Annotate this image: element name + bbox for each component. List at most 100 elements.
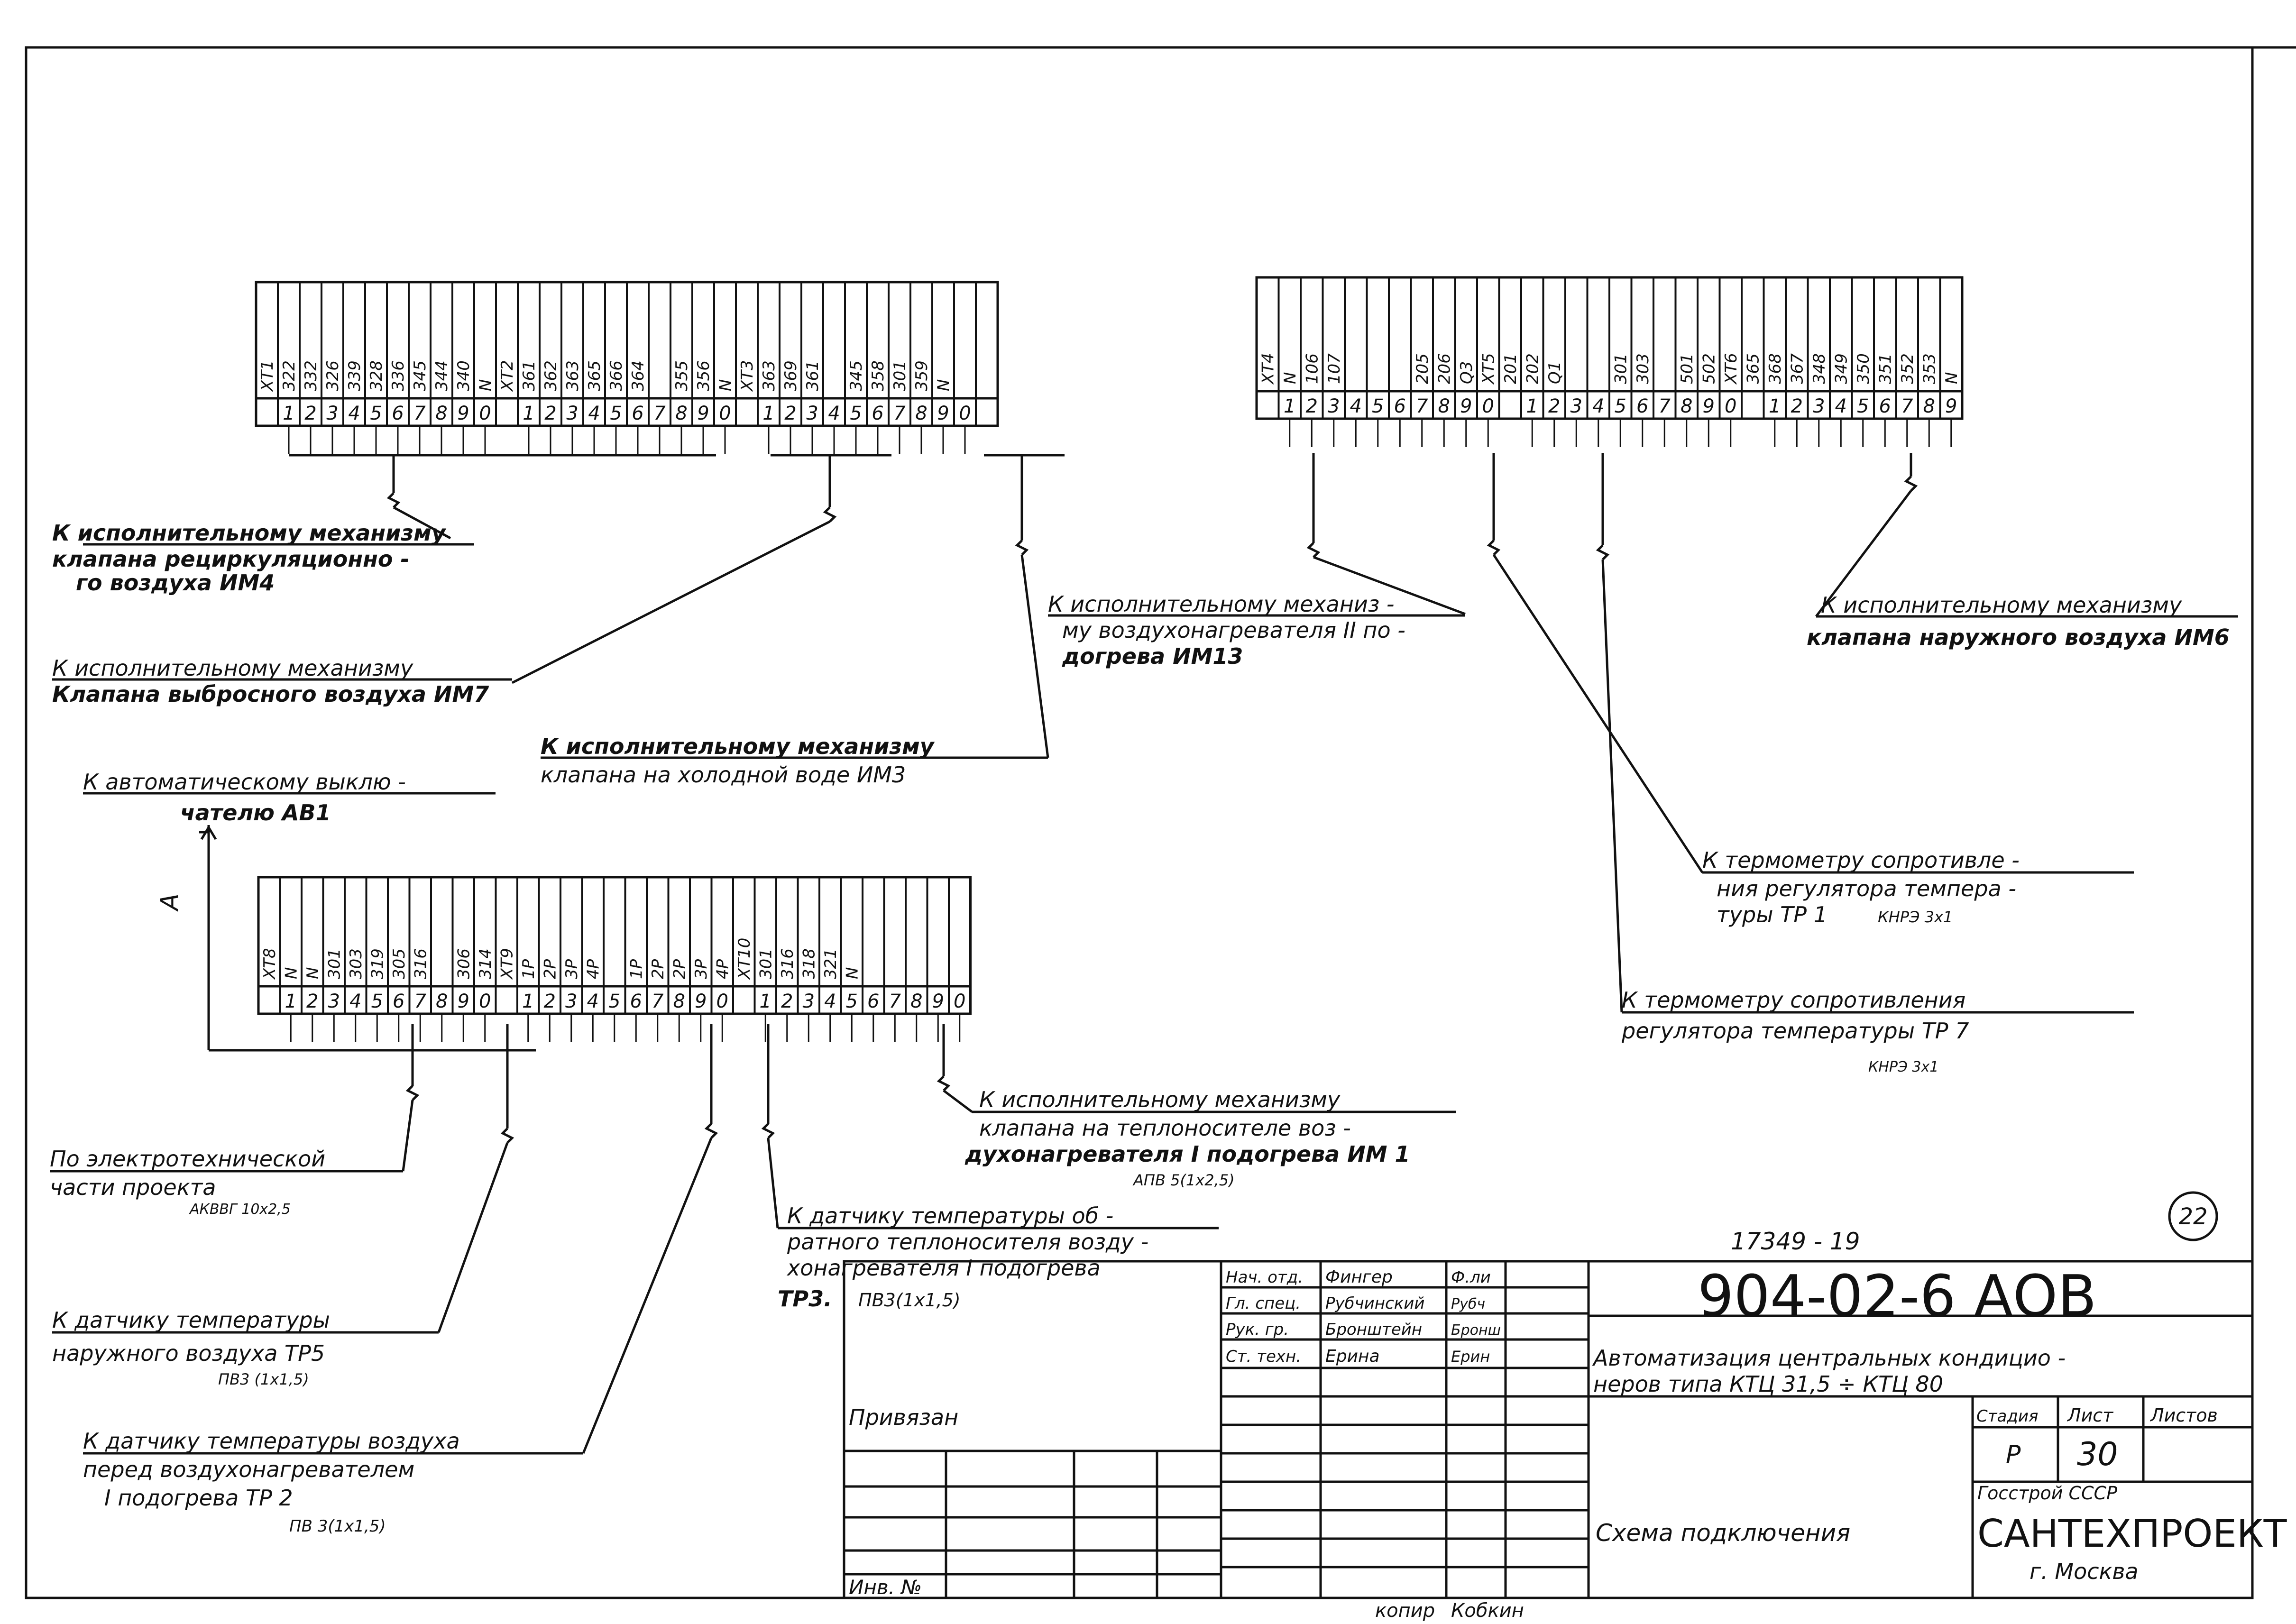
privyazan-label: Привязан <box>849 1404 958 1430</box>
wire-label: 363 <box>760 360 779 391</box>
wire-label: 322 <box>280 360 299 391</box>
wire-label: 339 <box>345 360 364 391</box>
wire-label: 318 <box>799 948 818 979</box>
leader-lines <box>50 453 2238 1455</box>
wire-label: N <box>843 967 862 979</box>
wire-label: 351 <box>1876 353 1895 384</box>
org-line-2: САНТЕХПРОЕКТ <box>1977 1512 2287 1556</box>
wire-label: 107 <box>1325 353 1344 384</box>
terminal-number: 0 <box>719 403 731 424</box>
terminal-number: 9 <box>1945 395 1957 417</box>
wire-label: 206 <box>1435 353 1454 384</box>
tp3-label-3: хонагревателя I подогрева <box>786 1255 1101 1281</box>
tp2-label-2: перед воздухонагревателем <box>83 1457 414 1482</box>
terminal-number: 4 <box>824 991 836 1012</box>
wire-label: 363 <box>563 360 582 391</box>
wire-label: 301 <box>1611 353 1630 384</box>
terminal-number: 8 <box>436 991 448 1012</box>
wire-label: 201 <box>1501 353 1520 384</box>
tp7-label-1: К термометру сопротивления <box>1622 987 1965 1013</box>
wire-label: 361 <box>520 360 539 391</box>
wire-label: 301 <box>756 948 775 979</box>
tp3-label-1: К датчику температуры об - <box>787 1203 1113 1229</box>
im3-label-1: К исполнительному механизму <box>541 734 935 759</box>
terminal-number: 8 <box>675 403 687 424</box>
a-mark: А <box>156 893 184 912</box>
im6-label-1: К исполнительному механизму <box>1821 592 2182 618</box>
terminal-number: 4 <box>1835 395 1847 417</box>
im13-label-3: догрева ИМ13 <box>1062 643 1243 669</box>
sheet-header: Лист <box>2066 1405 2114 1426</box>
wire-label: XT9 <box>497 948 516 980</box>
terminal-number: 9 <box>457 403 469 424</box>
doc-code: 904-02-6 АОВ <box>1698 1264 2097 1330</box>
ab1-label-2: чателю АВ1 <box>180 800 331 826</box>
terminal-number: 4 <box>349 991 361 1012</box>
terminal-number: 7 <box>652 991 664 1012</box>
et-label-2: части проекта <box>50 1174 216 1200</box>
wire-label: XT10 <box>735 938 754 980</box>
terminal-number: 2 <box>1306 395 1318 417</box>
role-2: Рук. гр. <box>1226 1320 1289 1339</box>
wire-label: 368 <box>1766 353 1785 384</box>
ab1-label-1: К автоматическому выклю - <box>83 769 406 795</box>
wire-label: 328 <box>367 360 386 391</box>
terminal-number: 4 <box>1350 395 1362 417</box>
wire-label: 355 <box>672 360 691 391</box>
terminal-number: 0 <box>479 403 491 424</box>
terminal-number: 9 <box>458 991 469 1012</box>
wire-label: 316 <box>778 948 797 979</box>
wire-label: XT3 <box>738 360 757 392</box>
sheet-circle <box>2168 1191 2218 1241</box>
tp2-cable: ПВ 3(1х1,5) <box>289 1517 386 1536</box>
terminal-number: 3 <box>566 403 578 424</box>
role-0: Нач. отд. <box>1226 1268 1303 1287</box>
tp3-label-4: ТР3. <box>778 1286 832 1312</box>
terminal-number: 2 <box>304 403 316 424</box>
wire-label: 358 <box>869 360 888 391</box>
wire-label: 361 <box>803 360 822 391</box>
wire-label: 3P <box>692 959 711 979</box>
terminal-number: 6 <box>1636 395 1648 417</box>
wire-label: XT1 <box>258 360 277 392</box>
tp1-cable: КНРЭ 3х1 <box>1878 908 1953 926</box>
terminal-number: 5 <box>370 403 382 424</box>
wire-label: 4P <box>713 959 732 979</box>
wire-label: 365 <box>1744 353 1763 384</box>
terminal-number: 7 <box>893 403 906 424</box>
terminal-number: 5 <box>610 403 622 424</box>
terminal-number: 9 <box>697 403 709 424</box>
inv-number: 17349 - 19 <box>1731 1228 1860 1255</box>
drawing-name: Схема подключения <box>1596 1519 1850 1547</box>
wire-label: Q1 <box>1545 361 1564 384</box>
role-3: Ст. техн. <box>1226 1347 1301 1366</box>
terminal-number: 0 <box>1482 395 1494 417</box>
sign-2: Бронш <box>1451 1322 1501 1339</box>
terminal-number: 9 <box>937 403 949 424</box>
wire-label: 501 <box>1678 353 1697 384</box>
terminal-number: 4 <box>588 403 600 424</box>
terminal-number: 5 <box>1615 395 1626 417</box>
wire-label: 303 <box>347 948 366 979</box>
terminal-number: 2 <box>784 403 796 424</box>
wire-label: 303 <box>1634 353 1653 384</box>
terminal-number: 3 <box>326 403 338 424</box>
tp2-label-1: К датчику температуры воздуха <box>83 1428 460 1454</box>
wire-label: 369 <box>781 360 800 391</box>
wire-label: 366 <box>607 360 626 391</box>
wire-label: 2P <box>670 959 689 979</box>
et-label-1: По электротехнической <box>50 1146 325 1172</box>
terminal-number: 0 <box>716 991 728 1012</box>
terminal-number: 9 <box>1703 395 1715 417</box>
terminal-number: 1 <box>760 991 771 1012</box>
inv-label: Инв. № <box>849 1576 922 1599</box>
terminal-number: 4 <box>1592 395 1604 417</box>
terminal-number: 1 <box>762 403 774 424</box>
wire-label: 362 <box>542 360 560 391</box>
terminal-number: 3 <box>803 991 815 1012</box>
wire-label: N <box>934 379 953 391</box>
wire-label: 1P <box>519 959 538 979</box>
